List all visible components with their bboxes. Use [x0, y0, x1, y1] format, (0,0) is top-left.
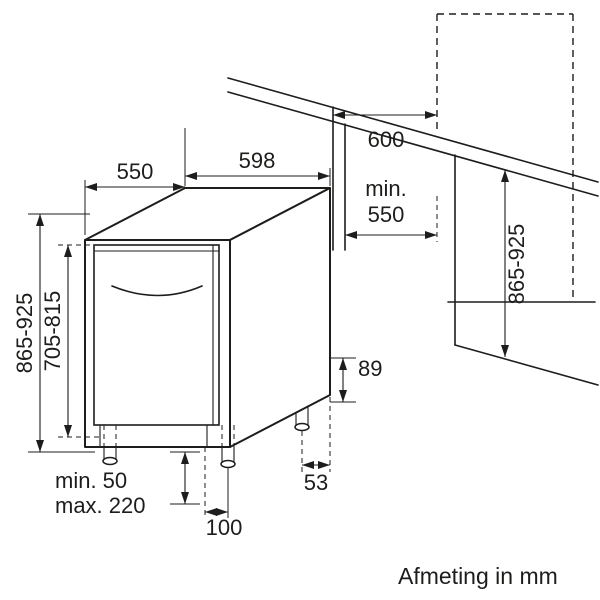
dim-label-height-overall: 865-925 — [12, 293, 37, 374]
door-handle-curve — [111, 285, 203, 297]
niche-floor-lines — [447, 154, 599, 386]
dim-label-width-top: 598 — [239, 148, 276, 173]
dim-label-foot-max: max. 220 — [55, 493, 146, 518]
dishwasher-door — [93, 244, 220, 426]
plinth-lines — [99, 424, 235, 448]
dim-label-niche-depth-min-value: 550 — [368, 202, 405, 227]
caption-units: Afmeting in mm — [398, 563, 558, 589]
dishwasher-front-face — [84, 239, 231, 448]
worktop-edge-lines — [227, 77, 599, 197]
adjustable-foot-front-left — [102, 446, 118, 466]
adjustable-foot-rear — [294, 406, 310, 432]
adjustable-foot-front-right — [220, 446, 236, 469]
dimension-lines — [36, 111, 509, 516]
dim-label-foot-min: min. 50 — [55, 468, 127, 493]
dim-label-height-door: 705-815 — [40, 291, 65, 372]
niche-left-wall — [332, 106, 346, 251]
niche-outline — [227, 13, 599, 386]
dim-label-niche-depth-min-prefix: min. — [365, 176, 407, 201]
niche-back-dashed — [436, 13, 574, 302]
dim-label-rear-gap: 89 — [358, 356, 382, 381]
dim-label-rear-foot: 53 — [304, 470, 328, 495]
dim-label-worktop-depth: 600 — [368, 127, 405, 152]
dim-label-niche-height: 865-925 — [504, 224, 529, 305]
dim-label-front-foot: 100 — [206, 515, 243, 540]
dimension-labels: 550 598 600 min. 550 865-925 705-815 865… — [12, 127, 558, 589]
dim-label-depth-top: 550 — [117, 159, 154, 184]
dishwasher-body — [84, 187, 331, 469]
